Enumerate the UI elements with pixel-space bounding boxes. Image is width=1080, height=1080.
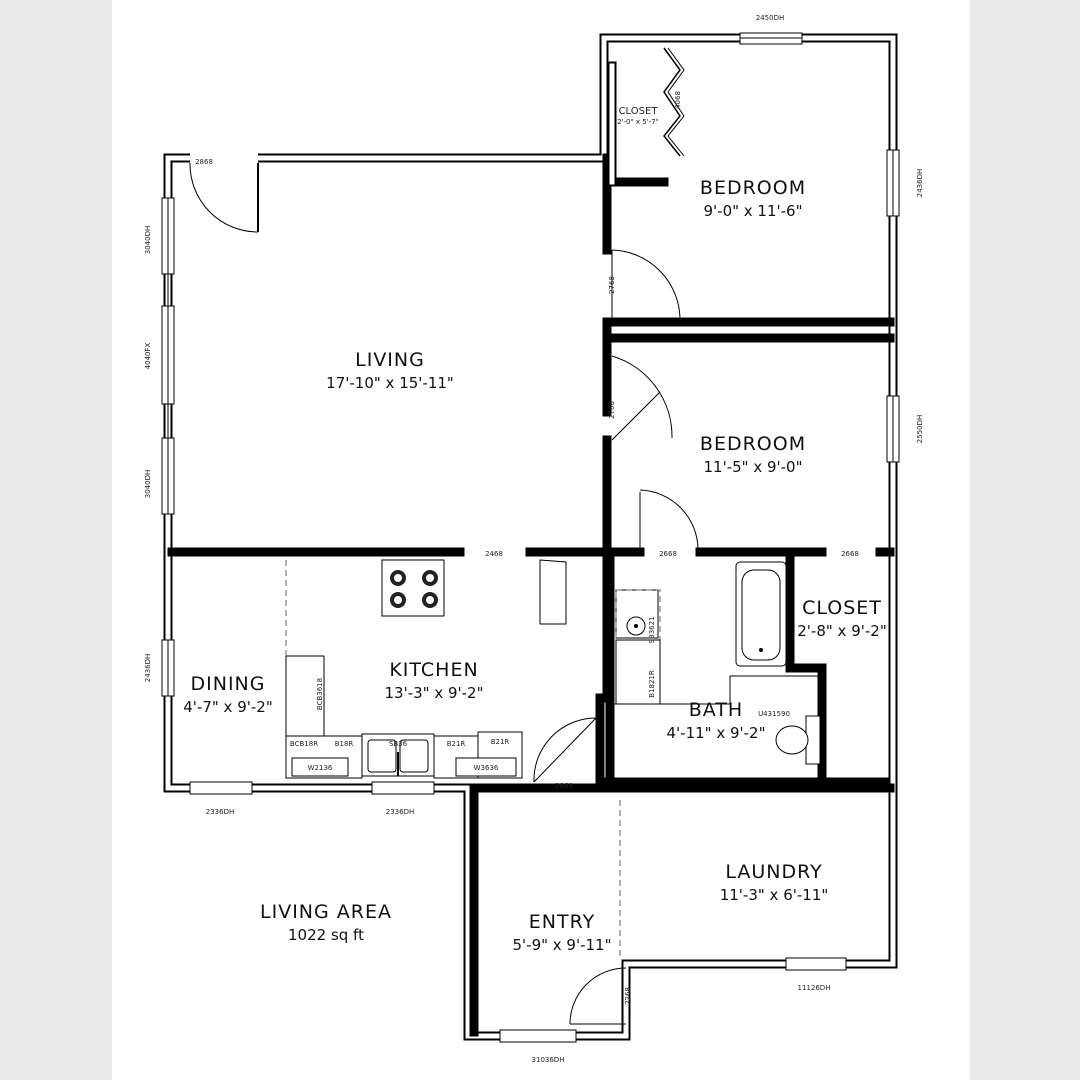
door-label-bedroom2: 2768 xyxy=(608,401,616,419)
window-label-left-low: 3040DH xyxy=(144,470,152,498)
living-area-label: LIVING AREA xyxy=(260,901,392,923)
doors xyxy=(189,47,699,1025)
window-label-dining: 2436DH xyxy=(144,654,152,682)
windows xyxy=(161,32,900,1043)
cabinet-label-w2136: W2136 xyxy=(308,764,333,772)
room-dims-living: 17'-10" x 15'-11" xyxy=(326,374,454,392)
toilet-label: U431590 xyxy=(758,710,790,718)
cabinet-label-sb36: SB36 xyxy=(389,740,408,748)
room-name-closet: CLOSET xyxy=(802,597,882,619)
room-dims-bath: 4'-11" x 9'-2" xyxy=(666,724,765,742)
window-label-laundry: 11126DH xyxy=(798,984,831,992)
fixtures xyxy=(361,559,821,777)
cabinet-label-b1821r: B1821R xyxy=(648,670,656,698)
window-label-left-mid: 4040FX xyxy=(144,342,152,369)
room-name-dining: DINING xyxy=(191,673,266,695)
door-label-bifold: 4068 xyxy=(674,91,682,109)
room-name-living: LIVING xyxy=(355,349,425,371)
room-name-entry: ENTRY xyxy=(529,911,595,933)
door-label-entry-inner: 2868 xyxy=(555,782,573,790)
room-dims-closet: 2'-8" x 9'-2" xyxy=(797,622,886,640)
cabinet-label-b21r-1: B21R xyxy=(447,740,466,748)
room-dims-closet-small: 2'-0" x 5'-7" xyxy=(617,118,659,126)
room-dims-entry: 5'-9" x 9'-11" xyxy=(512,936,611,954)
room-dims-bedroom-2: 11'-5" x 9'-0" xyxy=(703,458,802,476)
room-name-kitchen: KITCHEN xyxy=(389,659,478,681)
drawing-sheet xyxy=(112,0,970,1080)
living-area-value: 1022 sq ft xyxy=(288,926,364,944)
opening-label-kitchen: 2468 xyxy=(485,550,503,558)
cabinetry xyxy=(285,560,822,956)
door-label-bedroom1: 2768 xyxy=(608,276,616,294)
interior-walls xyxy=(167,61,895,1037)
window-label-bedroom1-right: 2436DH xyxy=(916,169,924,197)
cabinet-label-bcb3618: BCB3618 xyxy=(316,678,324,710)
room-name-bedroom-2: BEDROOM xyxy=(700,433,806,455)
room-dims-dining: 4'-7" x 9'-2" xyxy=(183,698,272,716)
room-name-bedroom-1: BEDROOM xyxy=(700,177,806,199)
room-name-bath: BATH xyxy=(689,699,743,721)
window-label-bottom-mid: 2336DH xyxy=(386,808,414,816)
door-label-bath: 2668 xyxy=(659,550,677,558)
cabinet-label-bcb18r: BCB18R xyxy=(290,740,318,748)
room-name-laundry: LAUNDRY xyxy=(725,861,822,883)
annotations: 2450DH 2436DH 2550DH 4068 2868 3040DH 40… xyxy=(144,14,924,1064)
cabinet-label-w3636: W3636 xyxy=(474,764,499,772)
window-label-bedroom2-right: 2550DH xyxy=(916,415,924,443)
door-label-closet: 2668 xyxy=(841,550,859,558)
cabinet-label-b18r: B18R xyxy=(335,740,354,748)
door-label-living-front: 2868 xyxy=(195,158,213,166)
room-labels: BEDROOM 9'-0" x 11'-6" BEDROOM 11'-5" x … xyxy=(183,106,886,954)
room-dims-bedroom-1: 9'-0" x 11'-6" xyxy=(703,202,802,220)
window-label-left-top: 3040DH xyxy=(144,226,152,254)
room-dims-kitchen: 13'-3" x 9'-2" xyxy=(384,684,483,702)
door-label-entry: 2268 xyxy=(624,987,632,1005)
room-dims-laundry: 11'-3" x 6'-11" xyxy=(720,886,829,904)
cabinet-label-sb3621: SB3621 xyxy=(648,616,656,643)
cabinet-label-b21r-2: B21R xyxy=(491,738,510,746)
window-label-entry: 31036DH xyxy=(532,1056,565,1064)
window-label-top: 2450DH xyxy=(756,14,784,22)
room-name-closet-small: CLOSET xyxy=(619,106,659,117)
window-label-bottom-left: 2336DH xyxy=(206,808,234,816)
